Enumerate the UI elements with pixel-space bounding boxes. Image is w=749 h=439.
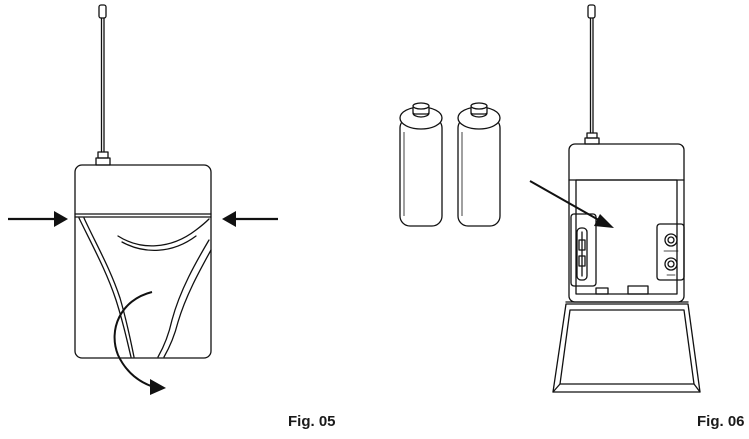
fig05-bodypack-transmitter [74, 4, 212, 359]
fig06-caption: Fig. 06 [697, 413, 745, 430]
left-arrowhead [54, 211, 68, 227]
antenna [95, 4, 111, 166]
squeeze-arrows [8, 211, 278, 227]
fig06-open-transmitter [552, 4, 701, 393]
open-cover-arrow [113, 291, 166, 395]
battery-cover-open [552, 303, 701, 393]
gain-knob [664, 233, 678, 247]
antenna [584, 4, 600, 145]
insert-battery-arrow [529, 180, 614, 228]
power-knob [664, 257, 678, 271]
battery-cover-outline [78, 217, 132, 358]
aa-battery [457, 102, 501, 227]
battery-compartment [575, 179, 678, 295]
side-panel-right [656, 223, 685, 281]
fig05-caption: Fig. 05 [288, 413, 336, 430]
side-panel-left [570, 213, 597, 287]
transmitter-body [74, 164, 212, 359]
aa-battery [399, 102, 443, 227]
right-arrowhead [222, 211, 236, 227]
